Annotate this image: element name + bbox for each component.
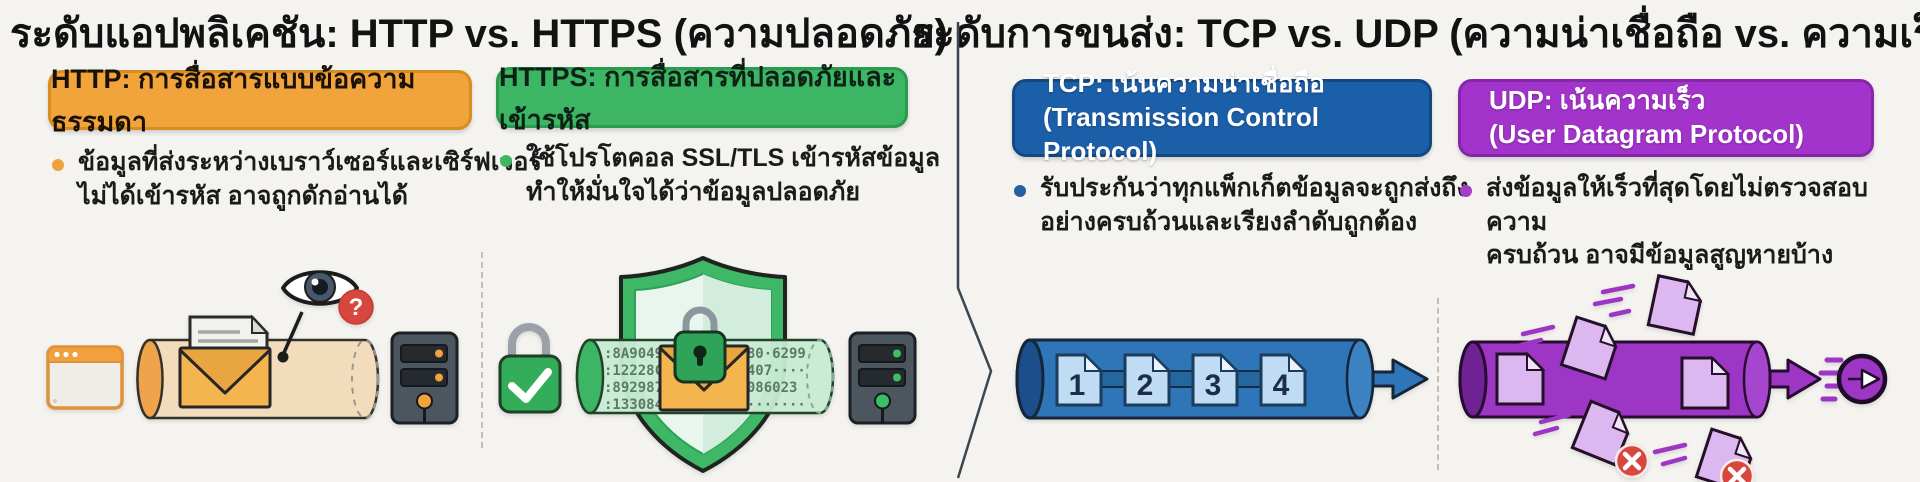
packet-1: 1 (1055, 352, 1104, 407)
https-bullet-item: ใช้โปรโตคอล SSL/TLS เข้ารหัสข้อมูล ทำให้… (500, 142, 940, 209)
packet-4: 4 (1259, 352, 1308, 407)
arrow-right-icon (1768, 358, 1822, 400)
cipher-line: :8929879 (604, 380, 671, 396)
tcp-bullet-item: รับประกันว่าทุกแพ็กเก็ตข้อมูลจะถูกส่งถึง… (1014, 172, 1469, 239)
verified-padlock-icon (498, 323, 562, 414)
https-bullet-text: ใช้โปรโตคอล SSL/TLS เข้ารหัสข้อมูล ทำให้… (526, 142, 940, 209)
tcp-illustration: 1 2 3 4 (1015, 338, 1429, 420)
tcp-badge-line1: TCP: เน้นความน่าเชื่อถือ (1043, 68, 1325, 99)
packet-number: 1 (1069, 369, 1086, 402)
tcp-udp-divider (1437, 298, 1439, 470)
udp-badge-line1: UDP: เน้นความเร็ว (1489, 85, 1706, 116)
packet-number: 2 (1137, 369, 1154, 402)
bullet-dot-icon (500, 155, 512, 167)
tcp-bullet-text: รับประกันว่าทุกแพ็กเก็ตข้อมูลจะถูกส่งถึง… (1040, 172, 1469, 239)
packet-3: 3 (1191, 352, 1240, 407)
udp-badge: UDP: เน้นความเร็ว (User Datagram Protoco… (1458, 79, 1874, 157)
application-layer-title: ระดับแอปพลิเคชัน: HTTP vs. HTTPS (ความปล… (10, 12, 948, 56)
ordered-packet-pipe-icon: 1 2 3 4 (1015, 338, 1375, 420)
server-icon (390, 331, 459, 425)
question-mark-text: ? (349, 294, 364, 321)
http-https-divider (481, 252, 483, 448)
open-envelope-letter-icon (178, 314, 272, 409)
packet-2: 2 (1123, 352, 1172, 407)
https-badge: HTTPS: การสื่อสารที่ปลอดภัยและเข้ารหัส (496, 62, 908, 135)
bullet-dot-icon (52, 159, 64, 171)
udp-packet (1680, 355, 1731, 410)
udp-illustration (1458, 273, 1888, 482)
udp-bullet-text: ส่งข้อมูลให้เร็วที่สุดโดยไม่ตรวจสอบความ … (1486, 172, 1920, 273)
bullet-dot-icon (1460, 185, 1472, 197)
speed-lines (1514, 283, 1688, 467)
tcp-bullet-line1: รับประกันว่าทุกแพ็กเก็ตข้อมูลจะถูกส่งถึง (1040, 174, 1469, 202)
packet-number: 3 (1205, 369, 1222, 402)
udp-bullet-line2: ครบถ้วน อาจมีข้อมูลสูญหายบ้าง (1486, 241, 1834, 269)
cipher-line: :8A90495 (604, 346, 671, 362)
sealed-envelope-padlock-icon (658, 306, 750, 412)
http-bullet-line2: ไม่ได้เข้ารหัส อาจถูกดักอ่านได้ (78, 181, 408, 210)
udp-bullet-item: ส่งข้อมูลให้เร็วที่สุดโดยไม่ตรวจสอบความ … (1460, 172, 1920, 273)
browser-window-icon (46, 345, 124, 410)
tcp-badge: TCP: เน้นความน่าเชื่อถือ (Transmission C… (1012, 68, 1432, 166)
https-bullet-line2: ทำให้มั่นใจได้ว่าข้อมูลปลอดภัย (526, 177, 860, 206)
speed-arrow-circle-icon (1836, 353, 1888, 405)
udp-bullet-line1: ส่งข้อมูลให้เร็วที่สุดโดยไม่ตรวจสอบความ (1486, 174, 1868, 236)
bullet-dot-icon (1014, 185, 1026, 197)
http-bullet-item: ข้อมูลที่ส่งระหว่างเบราว์เซอร์และเซิร์ฟเ… (52, 146, 542, 213)
transport-layer-title: ระดับการขนส่ง: TCP vs. UDP (ความน่าเชื่อ… (911, 12, 1920, 56)
arrow-right-icon (1371, 358, 1429, 400)
https-bullet-line1: ใช้โปรโตคอล SSL/TLS เข้ารหัสข้อมูล (526, 144, 941, 172)
http-badge-label: HTTP: การสื่อสารแบบข้อความธรรมดา (51, 64, 416, 137)
https-badge-label: HTTPS: การสื่อสารที่ปลอดภัยและเข้ารหัส (499, 61, 897, 135)
udp-packet (1559, 315, 1618, 381)
lost-packet-x-icon (1719, 458, 1755, 482)
tcp-bullet-line2: อย่างครบถ้วนและเรียงลำดับถูกต้อง (1040, 207, 1418, 236)
lost-packet-x-icon (1614, 443, 1650, 479)
packet-number: 4 (1273, 369, 1290, 402)
tcp-badge-line2: (Transmission Control Protocol) (1043, 102, 1319, 166)
http-badge: HTTP: การสื่อสารแบบข้อความธรรมดา (48, 64, 472, 137)
cipher-line: :1330840 (604, 397, 671, 413)
http-illustration: ? (46, 270, 459, 425)
https-illustration: :8A90495 :12228C :8929879 :1330840 5380·… (498, 256, 917, 473)
http-bullet-line1: ข้อมูลที่ส่งระหว่างเบราว์เซอร์และเซิร์ฟเ… (78, 148, 542, 176)
udp-packet (1646, 273, 1703, 337)
udp-badge-line2: (User Datagram Protocol) (1489, 119, 1804, 149)
eavesdropper-eye-icon (277, 270, 359, 363)
udp-packet (1495, 351, 1546, 406)
http-bullet-text: ข้อมูลที่ส่งระหว่างเบราว์เซอร์และเซิร์ฟเ… (78, 146, 542, 213)
server-icon (848, 331, 917, 425)
question-mark-badge-icon: ? (338, 289, 374, 325)
cipher-line: :12228C (604, 363, 663, 379)
